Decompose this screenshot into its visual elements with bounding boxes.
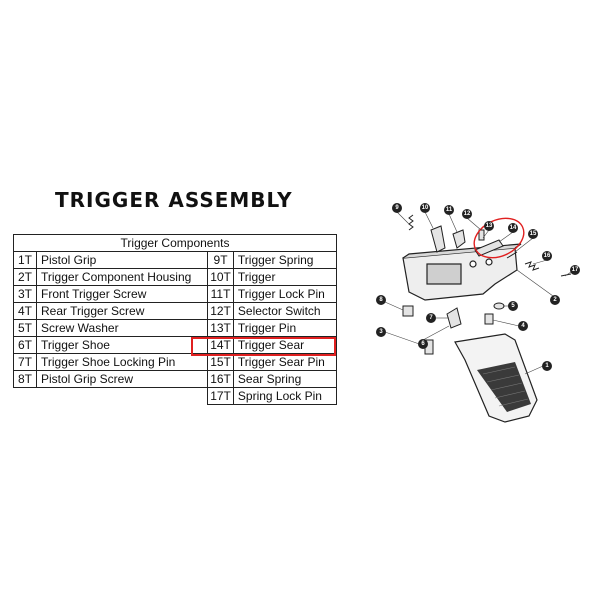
svg-text:10: 10 [422,205,429,211]
sear-spring [524,261,540,271]
svg-text:15: 15 [530,231,537,237]
components-table: Trigger Components 1T Pistol Grip 9T Tri… [13,234,338,405]
svg-text:14: 14 [510,225,517,231]
callout-15: 15 [528,229,538,239]
pistol-grip [454,333,538,423]
svg-text:7: 7 [429,315,433,321]
callout-8: 8 [376,295,386,305]
trigger [430,225,446,253]
callout-5: 5 [508,301,518,311]
svg-text:9: 9 [395,205,399,211]
svg-text:17: 17 [572,267,579,273]
trigger-pin [478,229,485,241]
svg-text:3: 3 [379,329,383,335]
svg-text:13: 13 [486,223,493,229]
svg-text:11: 11 [446,207,453,213]
selector-switch [452,229,466,249]
table-row: 2T Trigger Component Housing 10T Trigger [13,268,338,286]
trigger-shoe-locking-pin [484,313,494,325]
svg-text:16: 16 [544,253,551,259]
svg-text:4: 4 [521,323,525,329]
table-row: 7T Trigger Shoe Locking Pin 15T Trigger … [13,353,338,371]
callout-7: 7 [426,313,436,323]
front-trigger-screw [402,305,414,317]
assembly-title: TRIGGER ASSEMBLY [55,188,293,212]
callout-2: 2 [550,295,560,305]
trigger-spring [408,214,414,231]
exploded-parts-diagram: 9 10 11 12 13 14 15 16 17 2 8 3 7 5 4 6 … [376,203,580,423]
table-row: 6T Trigger Shoe 14T Trigger Sear [13,336,338,354]
trigger-shoe [446,307,462,329]
callout-6: 6 [418,339,428,349]
svg-text:2: 2 [553,297,557,303]
callout-9: 9 [392,203,402,213]
trigger-sear-pin [506,251,518,259]
table-row: 3T Front Trigger Screw 11T Trigger Lock … [13,285,338,303]
table-row: 17T Spring Lock Pin [14,387,338,405]
svg-text:12: 12 [464,211,471,217]
trigger-housing [402,243,522,301]
callout-17: 17 [570,265,580,275]
callout-10: 10 [420,203,430,213]
table-row: 5T Screw Washer 13T Trigger Pin [13,319,338,337]
callout-12: 12 [462,209,472,219]
table-row: 4T Rear Trigger Screw 12T Selector Switc… [13,302,338,320]
trigger-sear [474,239,504,257]
svg-text:1: 1 [545,363,549,369]
svg-text:5: 5 [511,303,515,309]
table-row: 8T Pistol Grip Screw 16T Sear Spring [13,370,338,388]
callout-4: 4 [518,321,528,331]
table-row: 1T Pistol Grip 9T Trigger Spring [13,251,338,269]
callout-16: 16 [542,251,552,261]
svg-text:8: 8 [379,297,383,303]
screw-washer [493,302,505,310]
callout-11: 11 [444,205,454,215]
callout-1: 1 [542,361,552,371]
callout-3: 3 [376,327,386,337]
callout-13: 13 [484,221,494,231]
table-header: Trigger Components [13,234,337,252]
svg-text:6: 6 [421,341,425,347]
callout-14: 14 [508,223,518,233]
